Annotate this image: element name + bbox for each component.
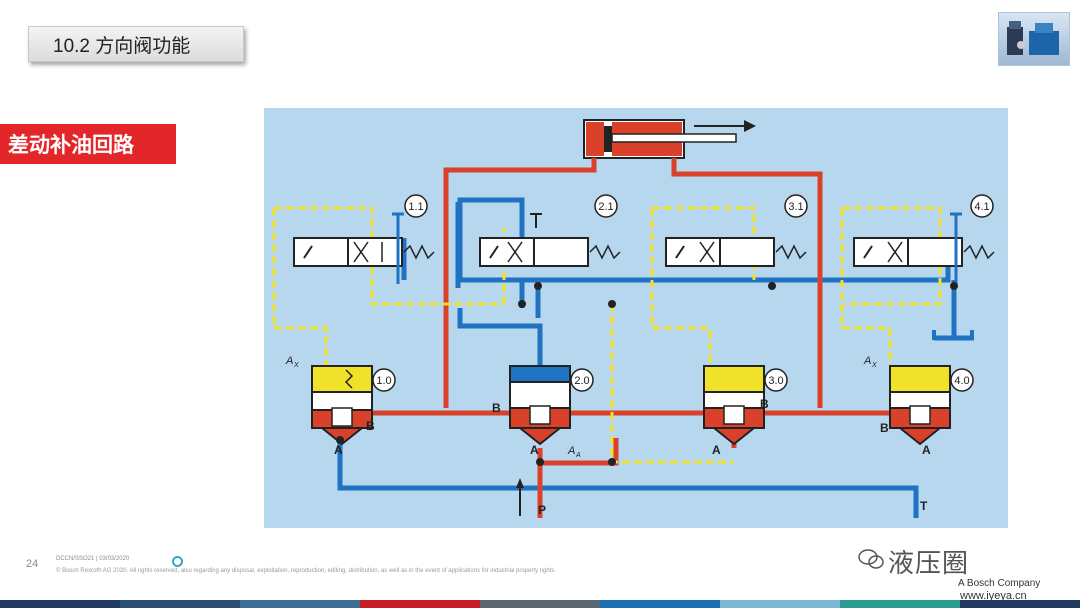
- valve-label-3-1: 3.1: [788, 201, 803, 213]
- section-label: 差动补油回路: [0, 124, 176, 164]
- port-aa: A: [567, 445, 575, 457]
- cartridge-valve-2-0: [509, 365, 571, 446]
- valve-label-4-0: 4.0: [954, 375, 969, 387]
- valve-label-3-0: 3.0: [768, 375, 783, 387]
- port-a-2: A: [530, 443, 539, 457]
- valve-label-1-1: 1.1: [408, 201, 423, 213]
- diagram-background: [264, 108, 1008, 528]
- bar-segment: [360, 600, 480, 608]
- cartridge-valve-3-0: [703, 365, 765, 446]
- bar-segment: [240, 600, 360, 608]
- valve-label-1-0: 1.0: [376, 375, 391, 387]
- port-t: T: [920, 499, 928, 513]
- hydraulic-circuit-diagram: 1.1 2.1 3.1 4.1 1.0 2.0 3.0 4.0 A B B A …: [264, 108, 1008, 528]
- port-b-1: B: [366, 419, 375, 433]
- wechat-icon: [858, 549, 884, 569]
- junction-dots: [336, 282, 958, 466]
- bar-segment: [960, 600, 1080, 608]
- product-logo-image: [998, 12, 1070, 66]
- footer-circle-icon: [172, 556, 183, 567]
- bar-segment: [840, 600, 960, 608]
- watermark-url: www.iyeya.cn: [960, 590, 1027, 602]
- bar-segment: [0, 600, 120, 608]
- directional-valve-4-1: [853, 212, 995, 284]
- directional-valve-3-1: [665, 237, 807, 267]
- footer-doc-id: DCCN/SSO21 | 03/03/2020: [56, 556, 130, 562]
- directional-valve-1-1: [293, 212, 435, 284]
- port-a-1: A: [334, 443, 343, 457]
- port-ax-4-sub: X: [871, 362, 877, 369]
- page-number: 24: [26, 558, 39, 570]
- hydraulic-cylinder: [583, 119, 756, 159]
- cartridge-valve-4-0: [889, 365, 951, 446]
- port-ax-1-sub: X: [293, 362, 299, 369]
- bottom-color-bar: [0, 600, 1080, 608]
- port-a-4: A: [922, 443, 931, 457]
- port-b-2: B: [492, 401, 501, 415]
- directional-valve-2-1: [479, 213, 621, 267]
- bar-segment: [480, 600, 600, 608]
- bar-segment: [120, 600, 240, 608]
- bar-segment: [720, 600, 840, 608]
- slide-title: 10.2 方向阀功能: [28, 26, 244, 62]
- port-a-3: A: [712, 443, 721, 457]
- port-aa-sub: A: [575, 452, 581, 459]
- valve-label-4-1: 4.1: [974, 201, 989, 213]
- port-b-4: B: [880, 421, 889, 435]
- watermark-text: 液压圈: [888, 549, 970, 579]
- port-b-3: B: [760, 397, 769, 411]
- valve-label-2-0: 2.0: [574, 375, 589, 387]
- port-ax-1: A: [285, 355, 293, 367]
- bosch-company-text: A Bosch Company: [958, 578, 1041, 589]
- cartridge-valve-1-0: [311, 365, 373, 446]
- footer-copyright: © Bosch Rexroth AG 2020. All rights rese…: [56, 568, 557, 574]
- port-p: P: [538, 503, 546, 517]
- valve-label-2-1: 2.1: [598, 201, 613, 213]
- bar-segment: [600, 600, 720, 608]
- port-ax-4: A: [863, 355, 871, 367]
